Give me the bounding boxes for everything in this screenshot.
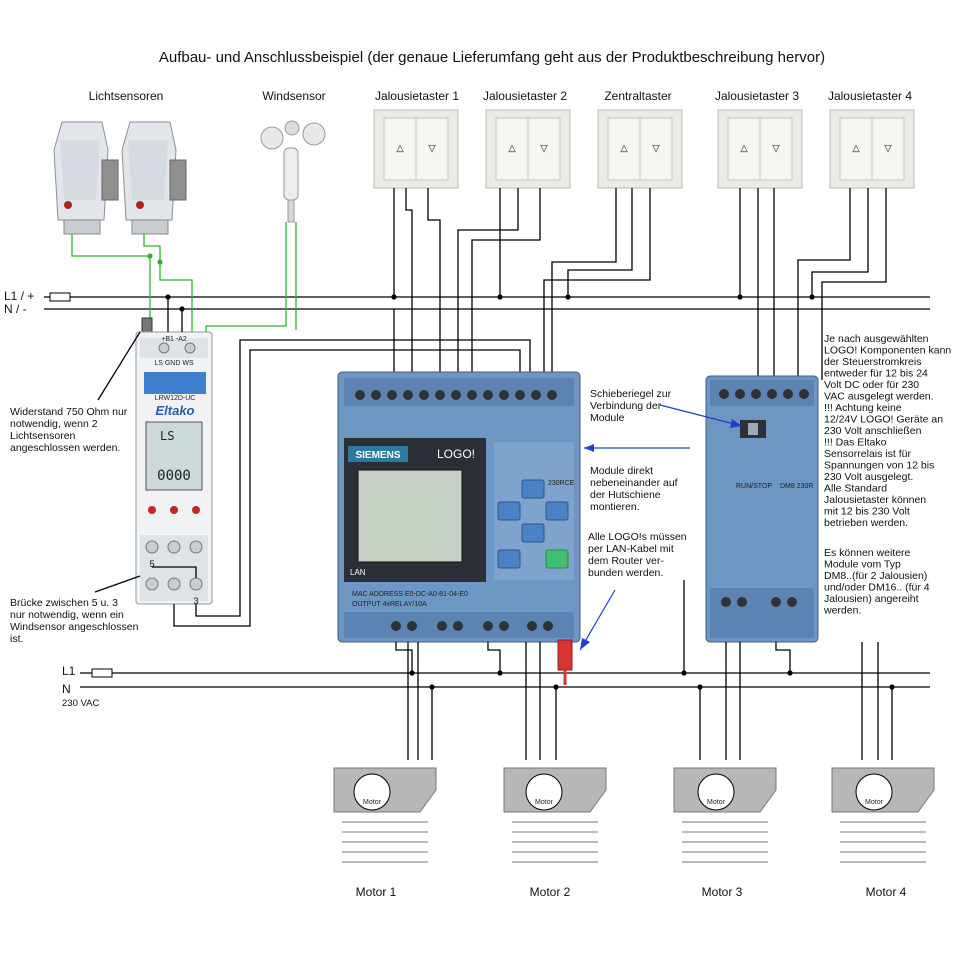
- switch-2: △ ▽: [485, 109, 571, 189]
- label-light-sensors: Lichtsensoren: [89, 89, 164, 103]
- motor-1-symbol: Motor: [363, 799, 382, 806]
- motor-4-label: Motor 4: [866, 885, 907, 899]
- svg-text:△: △: [620, 143, 628, 154]
- eltako-terminal-top: +B1 -A2: [161, 336, 187, 343]
- label-switch-1: Jalousietaster 1: [375, 89, 459, 103]
- logo-variant: 230RCE: [548, 480, 575, 487]
- motor-1-label: Motor 1: [356, 885, 397, 899]
- svg-text:△: △: [852, 143, 860, 154]
- motor-wires: [395, 580, 895, 760]
- eltako-display-value: 0000: [157, 468, 191, 484]
- svg-text:▽: ▽: [772, 143, 780, 154]
- motor-2-symbol: Motor: [535, 799, 554, 806]
- logo-output: OUTPUT 4xRELAY/10A: [352, 601, 427, 608]
- light-sensor-1: [53, 121, 119, 235]
- light-sensor-2: [121, 121, 187, 235]
- dm8-model: DM8 230R: [780, 483, 813, 490]
- logo-brand: SIEMENS: [355, 450, 400, 461]
- bus-label-230vac: 230 VAC: [62, 698, 99, 709]
- eltako-relay: +B1 -A2 LS GND WS LRW12D-UC Eltako LS 00…: [135, 331, 213, 607]
- logo-module: SIEMENS LOGO! LAN 230RCE MAC ADDRESS E0-…: [337, 371, 581, 643]
- switch-1: △ ▽: [373, 109, 459, 189]
- svg-text:▽: ▽: [540, 143, 548, 154]
- eltako-power-wires: [165, 294, 531, 627]
- eltako-model: LRW12D-UC: [155, 395, 196, 402]
- motor-3-label: Motor 3: [702, 885, 743, 899]
- svg-text:△: △: [508, 143, 516, 154]
- svg-text:▽: ▽: [652, 143, 660, 154]
- motor-3: Motor Motor 3: [673, 767, 777, 899]
- logo-name: LOGO!: [437, 447, 475, 461]
- label-wind-sensor: Windsensor: [262, 89, 325, 103]
- label-switch-3: Jalousietaster 3: [715, 89, 799, 103]
- bus-label-n-minus: N / -: [4, 302, 27, 316]
- sensor-wires: [71, 222, 297, 340]
- bus-label-l1-plus: L1 / +: [4, 289, 34, 303]
- diagram-title: Aufbau- und Anschlussbeispiel (der genau…: [159, 49, 825, 66]
- dm8-module: RUN/STOP DM8 230R: [705, 375, 819, 643]
- eltako-terminal-5: 5: [149, 559, 154, 570]
- motor-2-label: Motor 2: [530, 885, 571, 899]
- label-central-switch: Zentraltaster: [604, 89, 671, 103]
- switch-wires: [391, 188, 887, 380]
- switch-3: △ ▽: [717, 109, 803, 189]
- eltako-terminal-3: 3: [193, 596, 198, 607]
- wind-sensor: [260, 120, 326, 223]
- bus-label-n: N: [62, 682, 71, 696]
- motor-1: Motor Motor 1: [333, 767, 437, 899]
- central-switch: △ ▽: [597, 109, 683, 189]
- motor-4: Motor Motor 4: [831, 767, 935, 899]
- bus-label-l1: L1: [62, 664, 76, 678]
- eltako-terminal-mid: LS GND WS: [154, 360, 194, 367]
- eltako-display-top: LS: [160, 429, 174, 443]
- motor-2: Motor Motor 2: [503, 767, 607, 899]
- svg-text:▽: ▽: [428, 143, 436, 154]
- logo-mac: MAC ADDRESS E0-DC-A0-81-04-E0: [352, 591, 468, 598]
- logo-lan: LAN: [350, 568, 366, 577]
- lan-cable: [557, 639, 573, 685]
- label-switch-2: Jalousietaster 2: [483, 89, 567, 103]
- label-switch-4: Jalousietaster 4: [828, 89, 912, 103]
- motor-4-symbol: Motor: [865, 799, 884, 806]
- svg-text:△: △: [396, 143, 404, 154]
- fuse-bottom: [91, 668, 113, 678]
- motor-3-symbol: Motor: [707, 799, 726, 806]
- fuse-top: [49, 292, 71, 302]
- eltako-brand: Eltako: [155, 403, 194, 418]
- dm8-run-stop: RUN/STOP: [736, 483, 772, 490]
- svg-text:▽: ▽: [884, 143, 892, 154]
- annotation-arrows: [94, 331, 743, 651]
- svg-text:△: △: [740, 143, 748, 154]
- switch-4: △ ▽: [829, 109, 915, 189]
